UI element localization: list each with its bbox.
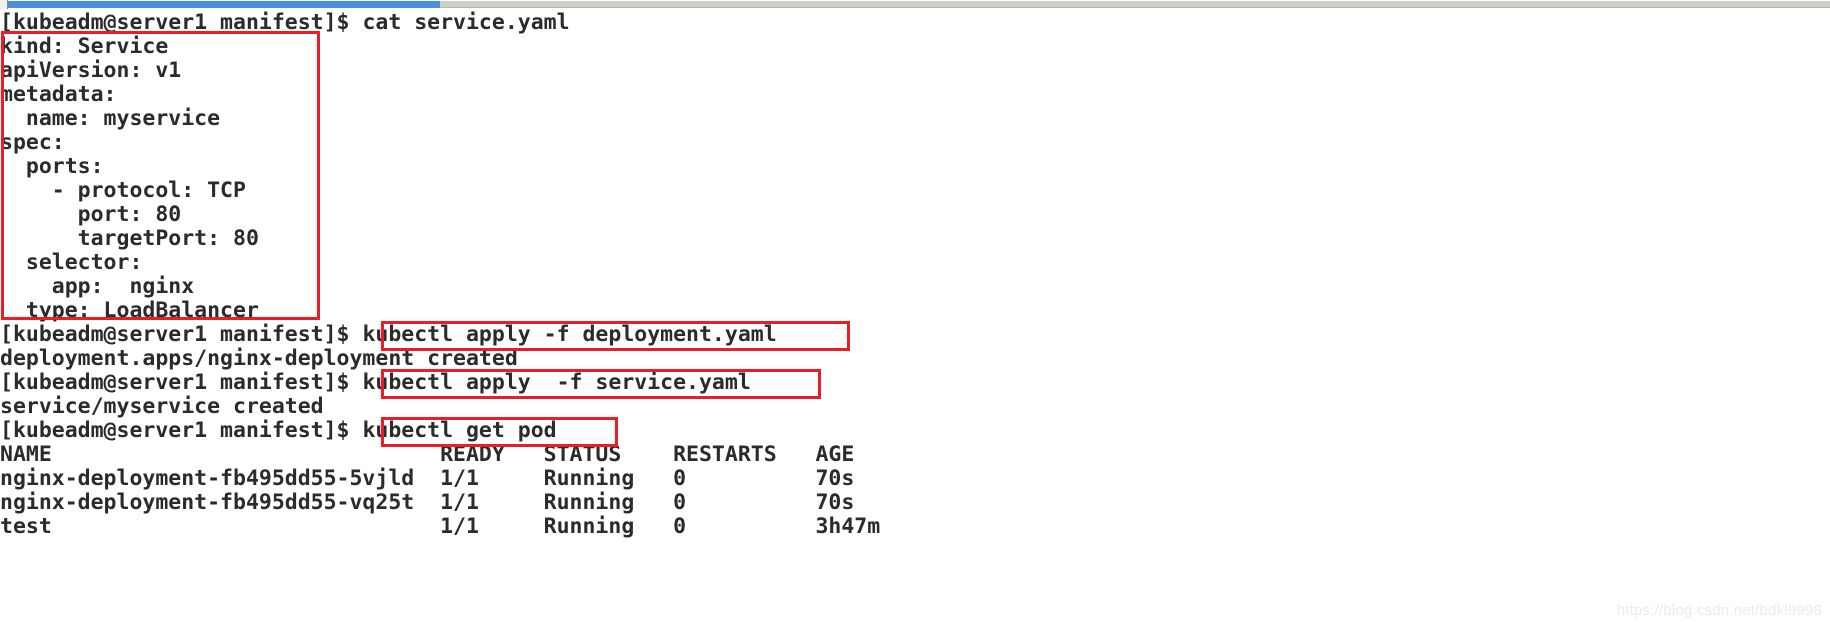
terminal-line-output: - protocol: TCP [0,178,246,203]
terminal-line-output: kind: Service [0,34,169,59]
pod-table-row: nginx-deployment-fb495dd55-vq25t 1/1 Run… [0,490,855,515]
terminal-line-output: service/myservice created [0,394,324,419]
shell-prompt: [kubeadm@server1 manifest]$ [0,370,363,395]
terminal-line-output: apiVersion: v1 [0,58,182,83]
shell-prompt: [kubeadm@server1 manifest]$ [0,10,363,35]
terminal-line-command: [kubeadm@server1 manifest]$ kubectl get … [0,418,557,444]
terminal-line-output: name: myservice [0,106,221,131]
shell-prompt: [kubeadm@server1 manifest]$ [0,322,363,347]
terminal-line-command: [kubeadm@server1 manifest]$ kubectl appl… [0,370,751,396]
pod-table-header: NAME READY STATUS RESTARTS AGE [0,442,855,467]
terminal-line-output: spec: [0,130,65,155]
terminal-line-output: deployment.apps/nginx-deployment created [0,346,518,371]
command-text: cat service.yaml [362,10,570,35]
terminal-output-area[interactable]: [kubeadm@server1 manifest]$ cat service.… [0,9,1830,623]
terminal-line-output: targetPort: 80 [0,226,259,251]
scrollbar-left-cap [0,0,8,9]
terminal-line-command: [kubeadm@server1 manifest]$ cat service.… [0,10,570,36]
command-text: kubectl get pod [362,418,557,443]
terminal-line-output: metadata: [0,82,117,107]
command-text: kubectl apply -f deployment.yaml [362,322,777,347]
terminal-line-output: app: nginx [0,274,195,299]
terminal-line-output: ports: [0,154,104,179]
terminal-line-output: port: 80 [0,202,182,227]
pod-table-row: nginx-deployment-fb495dd55-5vjld 1/1 Run… [0,466,855,491]
shell-prompt: [kubeadm@server1 manifest]$ [0,418,363,443]
scrollbar-track[interactable] [8,1,1830,8]
scrollbar-thumb[interactable] [8,1,440,8]
command-text: kubectl apply -f service.yaml [362,370,751,395]
terminal-line-command: [kubeadm@server1 manifest]$ kubectl appl… [0,322,777,348]
terminal-line-output: type: LoadBalancer [0,298,259,323]
watermark: https://blog.csdn.net/bdkl9998 [1616,602,1822,619]
pod-table-row: test 1/1 Running 0 3h47m [0,514,881,539]
horizontal-scrollbar[interactable] [0,0,1830,9]
terminal-line-output: selector: [0,250,143,275]
